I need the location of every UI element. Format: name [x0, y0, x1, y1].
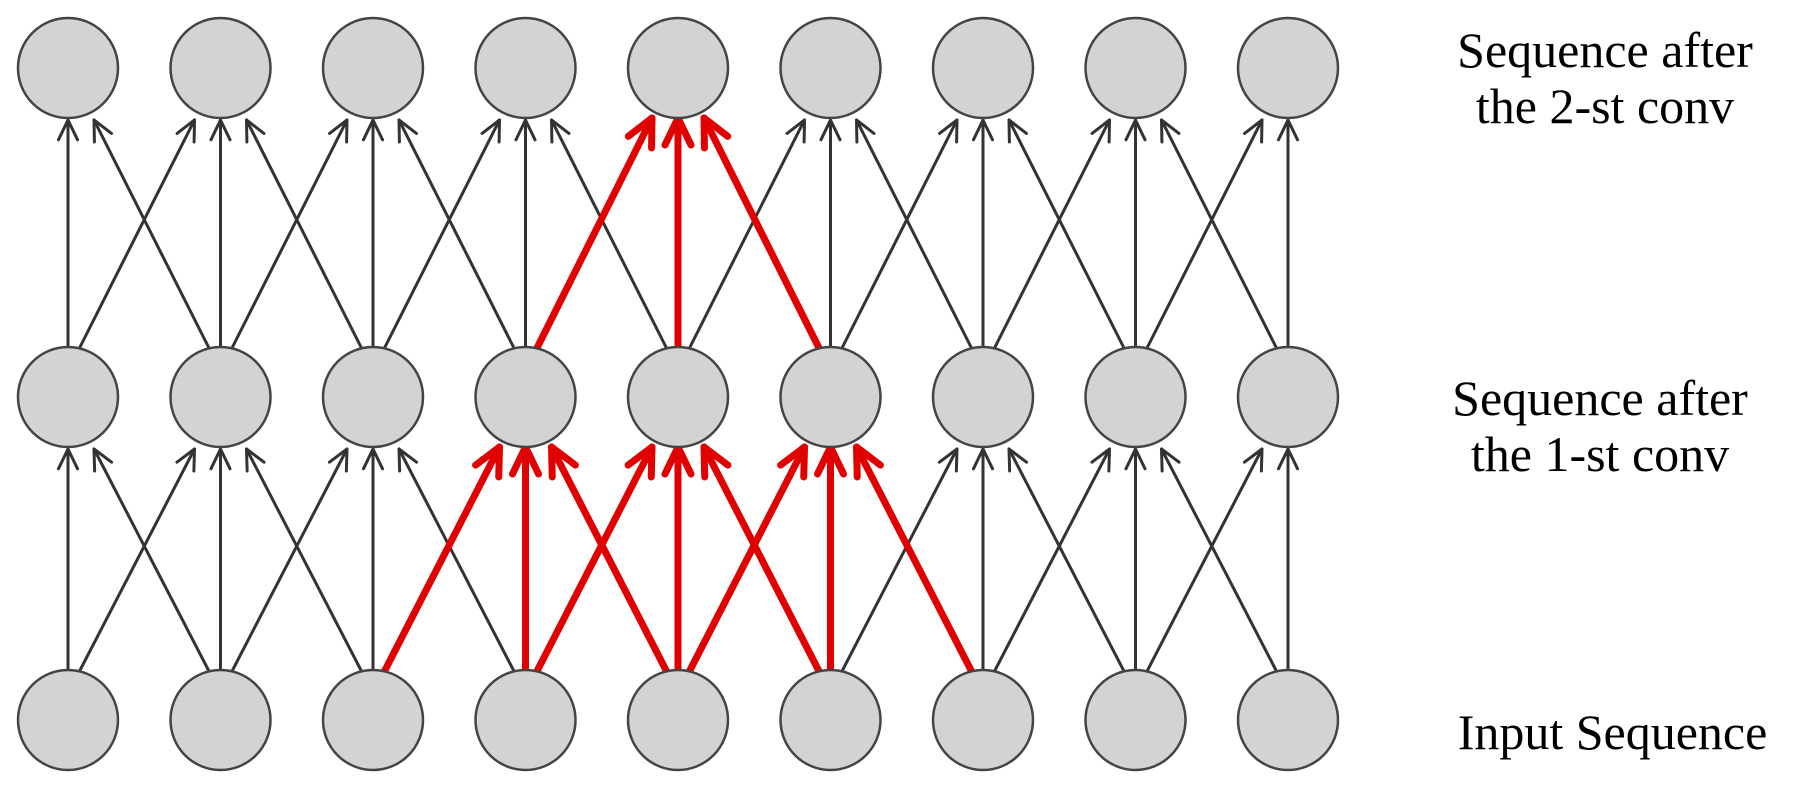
conv1-edge-0-to-0: [56, 447, 80, 680]
hidden-layer-label-line2: the 1-st conv: [1470, 426, 1730, 482]
conv1-edge-highlight-4-to-3: [548, 443, 674, 682]
input-node-8: [1084, 668, 1187, 772]
input-layer-label-text: Input Sequence: [1457, 704, 1768, 760]
output-layer-label-line1: Sequence after: [1457, 22, 1753, 78]
conv2-edge-4-to-3: [550, 118, 672, 357]
input-node-4: [474, 668, 577, 772]
hidden-node-1: [16, 345, 120, 449]
conv1-edge-8-to-8: [1276, 447, 1300, 680]
edges-highlight: [377, 114, 979, 682]
conv2-edge-7-to-8: [1142, 118, 1264, 357]
conv1-edge-highlight-5-to-4: [700, 443, 826, 682]
conv2-edge-7-to-6: [1007, 118, 1129, 357]
conv1-edge-1-to-2: [227, 447, 349, 680]
conv2-edge-6-to-5: [855, 118, 977, 357]
output-node-5: [626, 16, 730, 120]
conv2-edge-8-to-8: [1276, 118, 1300, 357]
conv2-edge-6-to-7: [989, 118, 1111, 357]
output-node-8: [1084, 16, 1187, 120]
conv1-edge-2-to-1: [245, 447, 367, 680]
conv2-edge-5-to-6: [837, 118, 959, 357]
nodes: [16, 16, 1340, 772]
output-node-7: [931, 16, 1035, 120]
conv2-edge-3-to-3: [514, 118, 537, 357]
conv2-edge-5-to-5: [819, 118, 842, 357]
conv2-edge-0-to-1: [74, 118, 196, 357]
input-node-5: [626, 668, 730, 772]
conv1-edge-highlight-4-to-5: [682, 443, 808, 682]
input-node-7: [931, 668, 1035, 772]
conv1-edge-3-to-2: [397, 447, 519, 680]
conv1-edge-7-to-6: [1007, 447, 1129, 680]
conv2-edge-1-to-1: [209, 118, 232, 357]
conv2-edge-7-to-7: [1124, 118, 1147, 357]
input-node-9: [1236, 668, 1340, 772]
conv1-edge-highlight-3-to-4: [530, 443, 656, 682]
output-node-3: [321, 16, 425, 120]
input-layer-label: Input Sequence: [1410, 704, 1815, 760]
conv2-edge-3-to-2: [397, 118, 519, 357]
conv2-edge-0-to-0: [56, 118, 80, 357]
conv2-edge-2-to-1: [245, 118, 367, 357]
conv1-edge-7-to-7: [1124, 447, 1147, 680]
output-node-6: [779, 16, 882, 120]
conv1-edge-5-to-6: [837, 447, 959, 680]
input-node-3: [321, 668, 425, 772]
hidden-layer-label: Sequence after the 1-st conv: [1385, 370, 1815, 482]
hidden-node-4: [474, 345, 577, 449]
conv1-edge-0-to-1: [74, 447, 196, 680]
hidden-node-2: [169, 345, 272, 449]
conv1-edge-2-to-2: [361, 447, 385, 680]
conv1-edge-6-to-6: [971, 447, 995, 680]
conv2-edge-1-to-0: [92, 118, 214, 357]
conv1-edge-highlight-5-to-5: [813, 443, 848, 682]
conv2-edge-1-to-2: [227, 118, 349, 357]
conv1-edge-highlight-2-to-3: [377, 443, 503, 682]
conv2-edge-6-to-6: [971, 118, 995, 357]
conv1-edge-6-to-7: [989, 447, 1111, 680]
conv1-edge-1-to-1: [209, 447, 232, 680]
input-node-1: [16, 668, 120, 772]
hidden-layer-label-line1: Sequence after: [1452, 370, 1748, 426]
output-node-4: [474, 16, 577, 120]
conv2-edge-8-to-7: [1160, 118, 1282, 357]
conv1-edge-highlight-4-to-4: [661, 443, 695, 682]
conv2-edge-2-to-3: [379, 118, 501, 357]
conv1-edge-highlight-6-to-5: [853, 443, 979, 682]
hidden-node-7: [931, 345, 1035, 449]
output-node-1: [16, 16, 120, 120]
hidden-node-6: [779, 345, 882, 449]
hidden-node-9: [1236, 345, 1340, 449]
hidden-node-8: [1084, 345, 1187, 449]
input-node-6: [779, 668, 882, 772]
conv2-edge-highlight-3-to-4: [530, 114, 656, 359]
conv2-edge-2-to-2: [361, 118, 385, 357]
output-node-9: [1236, 16, 1340, 120]
conv1-edge-highlight-3-to-3: [508, 443, 543, 682]
conv1-edge-7-to-8: [1142, 447, 1264, 680]
input-node-2: [169, 668, 272, 772]
conv1-edge-8-to-7: [1160, 447, 1282, 680]
conv2-edge-highlight-4-to-4: [661, 114, 695, 359]
hidden-node-5: [626, 345, 730, 449]
conv2-edge-4-to-5: [684, 118, 806, 357]
output-layer-label-line2: the 2-st conv: [1475, 78, 1735, 134]
output-layer-label: Sequence after the 2-st conv: [1395, 22, 1815, 134]
output-node-2: [169, 16, 272, 120]
hidden-node-3: [321, 345, 425, 449]
conv2-edge-highlight-5-to-4: [700, 114, 826, 359]
edges-normal: [56, 118, 1300, 680]
conv1-edge-1-to-0: [92, 447, 214, 680]
